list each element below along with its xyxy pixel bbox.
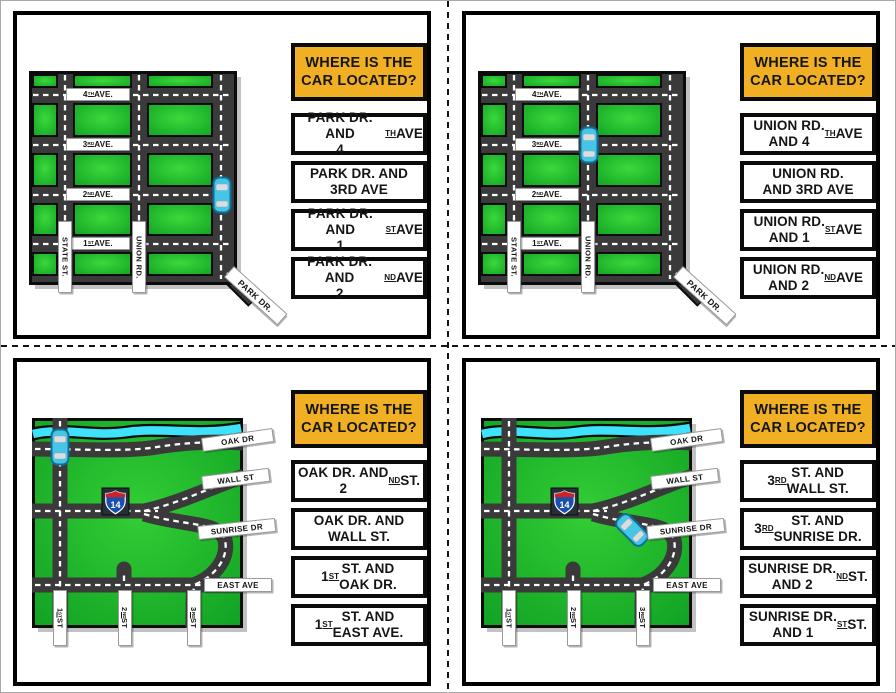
street-sign-state-st: STATE ST.	[58, 221, 72, 293]
vertical-cut-line	[447, 1, 449, 692]
shield-number: 14	[559, 500, 569, 510]
city-blocks	[32, 74, 213, 276]
car-icon	[212, 176, 232, 214]
street-sign-state-st: STATE ST.	[507, 221, 521, 293]
car-icon	[615, 513, 649, 547]
street-sign-union-rd: UNION RD.	[581, 221, 595, 293]
highway-shield-icon: 14	[550, 487, 579, 516]
street-sign-east-ave: EAST AVE	[653, 578, 721, 592]
car-icon	[50, 428, 70, 466]
street-sign-union-rd: UNION RD.	[132, 221, 146, 293]
grid-map-graphic	[29, 71, 262, 307]
answer-option-2[interactable]: UNION RD.AND 3RD AVE	[740, 161, 876, 203]
highway-shield-icon: 14	[101, 487, 130, 516]
city-blocks	[481, 74, 662, 276]
horizontal-cut-line	[1, 345, 895, 347]
car-icon	[579, 126, 599, 164]
shield-number: 14	[110, 500, 120, 510]
street-sign-east-ave: EAST AVE	[204, 578, 272, 592]
